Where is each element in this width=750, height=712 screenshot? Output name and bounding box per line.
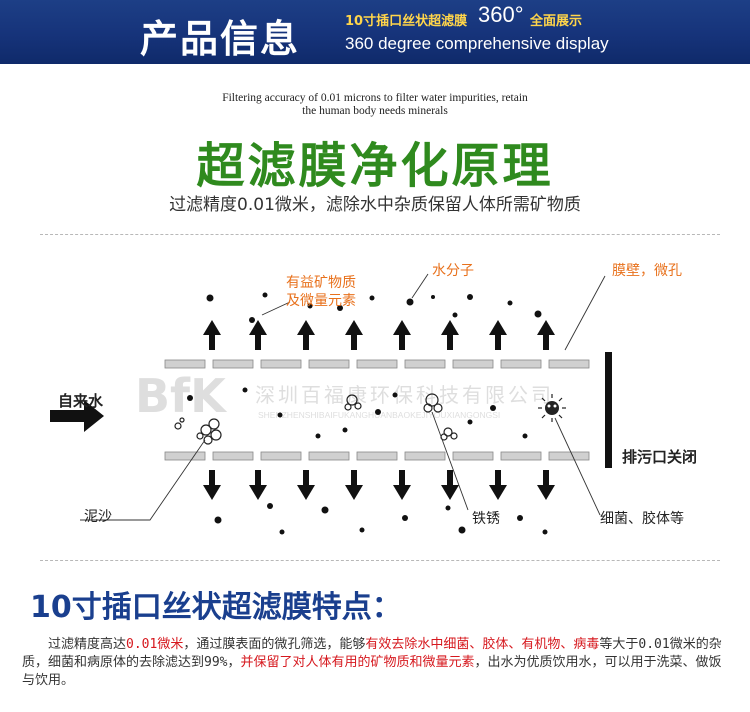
divider-bottom <box>40 560 720 561</box>
membrane-bottom-wall <box>164 451 590 461</box>
header-english-subtitle: 360 degree comprehensive display <box>345 34 609 53</box>
watermark-logo: BfK <box>135 369 228 423</box>
header-display-label: 全面展示 <box>530 14 583 29</box>
features-remove-highlight: 有效去除水中细菌、胶体、有机物、病毒 <box>365 637 600 652</box>
principle-title: 超滤膜净化原理 <box>196 138 554 194</box>
downward-flow-arrows <box>203 470 555 500</box>
label-minerals-line2: 及微量元素 <box>286 293 356 309</box>
principle-subtitle: 过滤精度0.01微米，滤除水中杂质保留人体所需矿物质 <box>169 195 581 215</box>
header-degree: 360° <box>478 2 524 27</box>
upward-flow-arrows <box>203 320 555 350</box>
features-text-2: ，通过膜表面的微孔筛选，能够 <box>183 637 366 652</box>
features-accuracy-value: 0.01微米 <box>126 637 184 652</box>
label-minerals-line1: 有益矿物质 <box>286 275 356 291</box>
features-text-6: ，出水为优质饮用水，可以用于洗菜、做饭与饮用。 <box>22 655 722 688</box>
intro-english-line-2: the human body needs minerals <box>302 105 448 117</box>
inflow-arrow <box>50 400 104 432</box>
features-removal-rate: 99% <box>204 655 228 670</box>
features-text-1: 过滤精度高达 <box>48 637 127 652</box>
features-title: 10寸插口丝状超滤膜特点： <box>30 590 402 625</box>
drain-end-cap <box>605 352 612 468</box>
features-text-3: 等大于 <box>599 637 639 652</box>
rust-cluster-icon <box>344 393 458 441</box>
bacteria-icon <box>538 394 566 422</box>
label-water-molecule: 水分子 <box>432 263 474 279</box>
watermark: BfK 深圳百福康环保科技有限公司 SHENZHENSHIBAIFUKANGHU… <box>135 369 554 423</box>
leader-lines <box>80 273 606 521</box>
features-size-value: 0.01 <box>638 637 670 652</box>
watermark-company-en: SHENZHENSHIBAIFUKANGHUANBAOKEJIYOUXIANGO… <box>258 410 500 420</box>
features-description: 过滤精度高达0.01微米，通过膜表面的微孔筛选，能够有效去除水中细菌、胶体、有机… <box>22 636 734 690</box>
membrane-top-wall <box>164 359 590 369</box>
label-bacteria: 细菌、胶体等 <box>600 511 684 527</box>
intro-english-line-1: Filtering accuracy of 0.01 microns to fi… <box>222 92 528 104</box>
label-tap-water: 自来水 <box>58 392 104 410</box>
divider-top <box>40 234 720 235</box>
filtration-diagram: BfK 深圳百福康环保科技有限公司 SHENZHENSHIBAIFUKANGHU… <box>0 240 750 560</box>
filtration-diagram-svg: BfK 深圳百福康环保科技有限公司 SHENZHENSHIBAIFUKANGHU… <box>50 273 612 535</box>
features-retain-highlight: 并保留了对人体有用的矿物质和微量元素 <box>240 655 475 670</box>
label-drain-closed: 排污口关闭 <box>622 448 698 466</box>
water-molecules <box>206 292 548 535</box>
sand-cluster-icon <box>174 417 222 445</box>
header-title: 产品信息 <box>140 17 301 61</box>
features-text-4: 微米的杂质，细菌和病原体的去除滤达到 <box>22 637 722 670</box>
header-product-name: 10寸插口丝状超滤膜 <box>345 14 468 29</box>
inner-particles <box>187 387 528 439</box>
label-membrane-pore: 膜壁，微孔 <box>612 263 682 279</box>
intro-english: Filtering accuracy of 0.01 microns to fi… <box>200 92 550 118</box>
label-rust: 铁锈 <box>472 511 500 527</box>
features-text-5: ， <box>227 655 241 670</box>
label-sand: 泥沙 <box>84 509 112 525</box>
watermark-company-cn: 深圳百福康环保科技有限公司 <box>255 383 554 407</box>
header-banner: 产品信息 10寸插口丝状超滤膜 360° 全面展示 360 degree com… <box>0 0 750 64</box>
